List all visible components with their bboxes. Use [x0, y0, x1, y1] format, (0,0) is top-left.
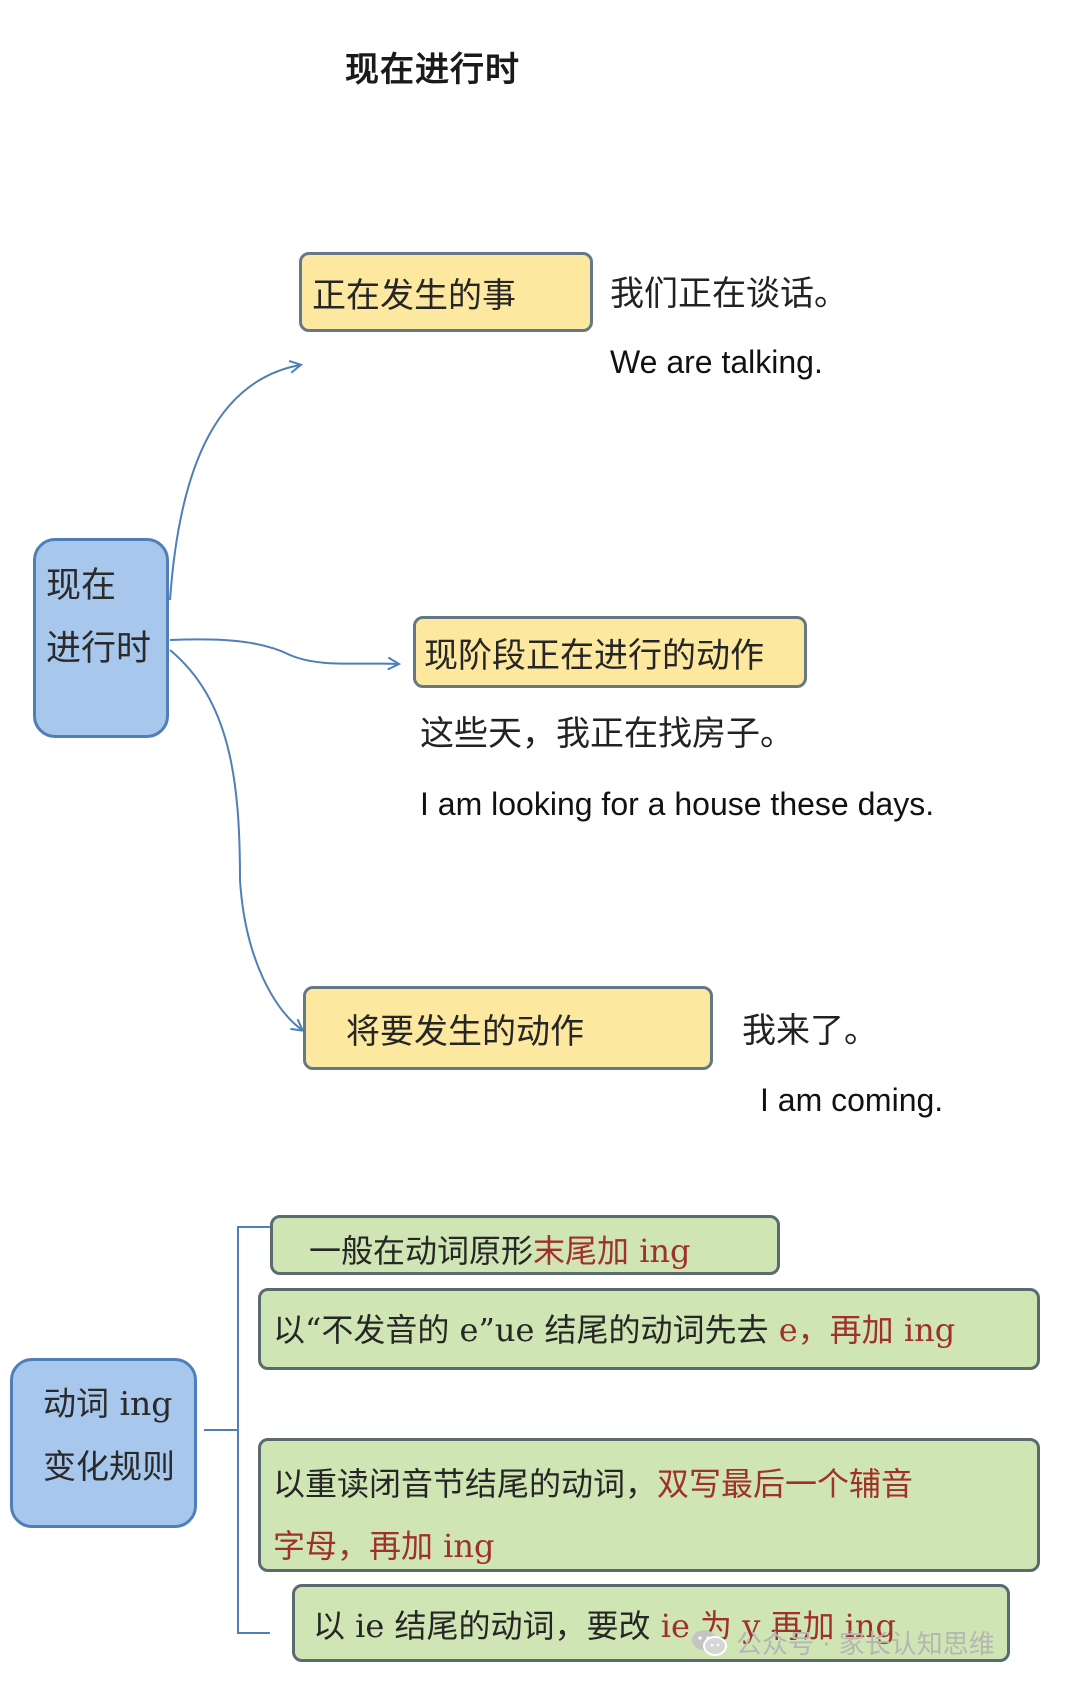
rule-3-highlight-line2: 字母，再加 ing [273, 1527, 495, 1566]
arrow-to-branch-1 [169, 365, 300, 601]
branch-3-example-cn: 我来了。 [742, 1011, 878, 1051]
branch-box-3: 将要发生的动作 [303, 986, 713, 1070]
branch-2-label: 现阶段正在进行的动作 [424, 635, 764, 676]
rule-1-highlight: 末尾加 ing [533, 1232, 691, 1270]
branch-2-example-en: I am looking for a house these days. [420, 786, 935, 822]
watermark-text: 公众号 · 家长认知思维 [736, 1630, 995, 1660]
rule-2-highlight: e，再加 ing [778, 1311, 956, 1349]
branch-3-example-en: I am coming. [760, 1082, 944, 1118]
branch-box-2: 现阶段正在进行的动作 [413, 616, 807, 688]
rule-3-highlight: 双写最后一个辅音 [657, 1465, 914, 1503]
branch-2-example-cn: 这些天，我正在找房子。 [420, 714, 794, 754]
rules-root-line1: 动词 ing [43, 1384, 173, 1423]
branch-1-label: 正在发生的事 [312, 275, 516, 316]
rule-box-4: 以 ie 结尾的动词，要改 ie 为 y 再加 ing [292, 1584, 1010, 1662]
rule-box-3: 以重读闭音节结尾的动词，双写最后一个辅音 字母，再加 ing [258, 1438, 1040, 1572]
branch-3-label: 将要发生的动作 [346, 1011, 584, 1052]
root-node-line2: 进行时 [46, 629, 152, 669]
page-title: 现在进行时 [345, 50, 520, 90]
rule-3-text: 以重读闭音节结尾的动词， [273, 1465, 658, 1503]
rule-box-2: 以“不发音的 e”ue 结尾的动词先去 e，再加 ing [258, 1288, 1040, 1370]
branch-box-1: 正在发生的事 [299, 252, 593, 332]
root-node: 现在 进行时 [33, 538, 169, 738]
watermark: 公众号 · 家长认知思维 [690, 1624, 995, 1661]
rules-root-node: 动词 ing 变化规则 [10, 1358, 197, 1528]
branch-1-example-en: We are talking. [610, 344, 823, 380]
root-node-line1: 现在 [46, 566, 117, 606]
arrow-to-branch-2 [169, 638, 398, 664]
arrow-to-branch-3 [169, 649, 302, 1030]
branch-1-example-cn: 我们正在谈话。 [610, 274, 848, 314]
rule-box-1: 一般在动词原形末尾加 ing [270, 1215, 780, 1275]
rule-1-text: 一般在动词原形 [309, 1232, 534, 1270]
rule-4-text: 以 ie 结尾的动词，要改 [313, 1607, 661, 1645]
rule-2-text: 以“不发音的 e”ue 结尾的动词先去 [273, 1311, 779, 1349]
rules-root-line2: 变化规则 [43, 1446, 175, 1486]
wechat-icon [692, 1629, 727, 1656]
